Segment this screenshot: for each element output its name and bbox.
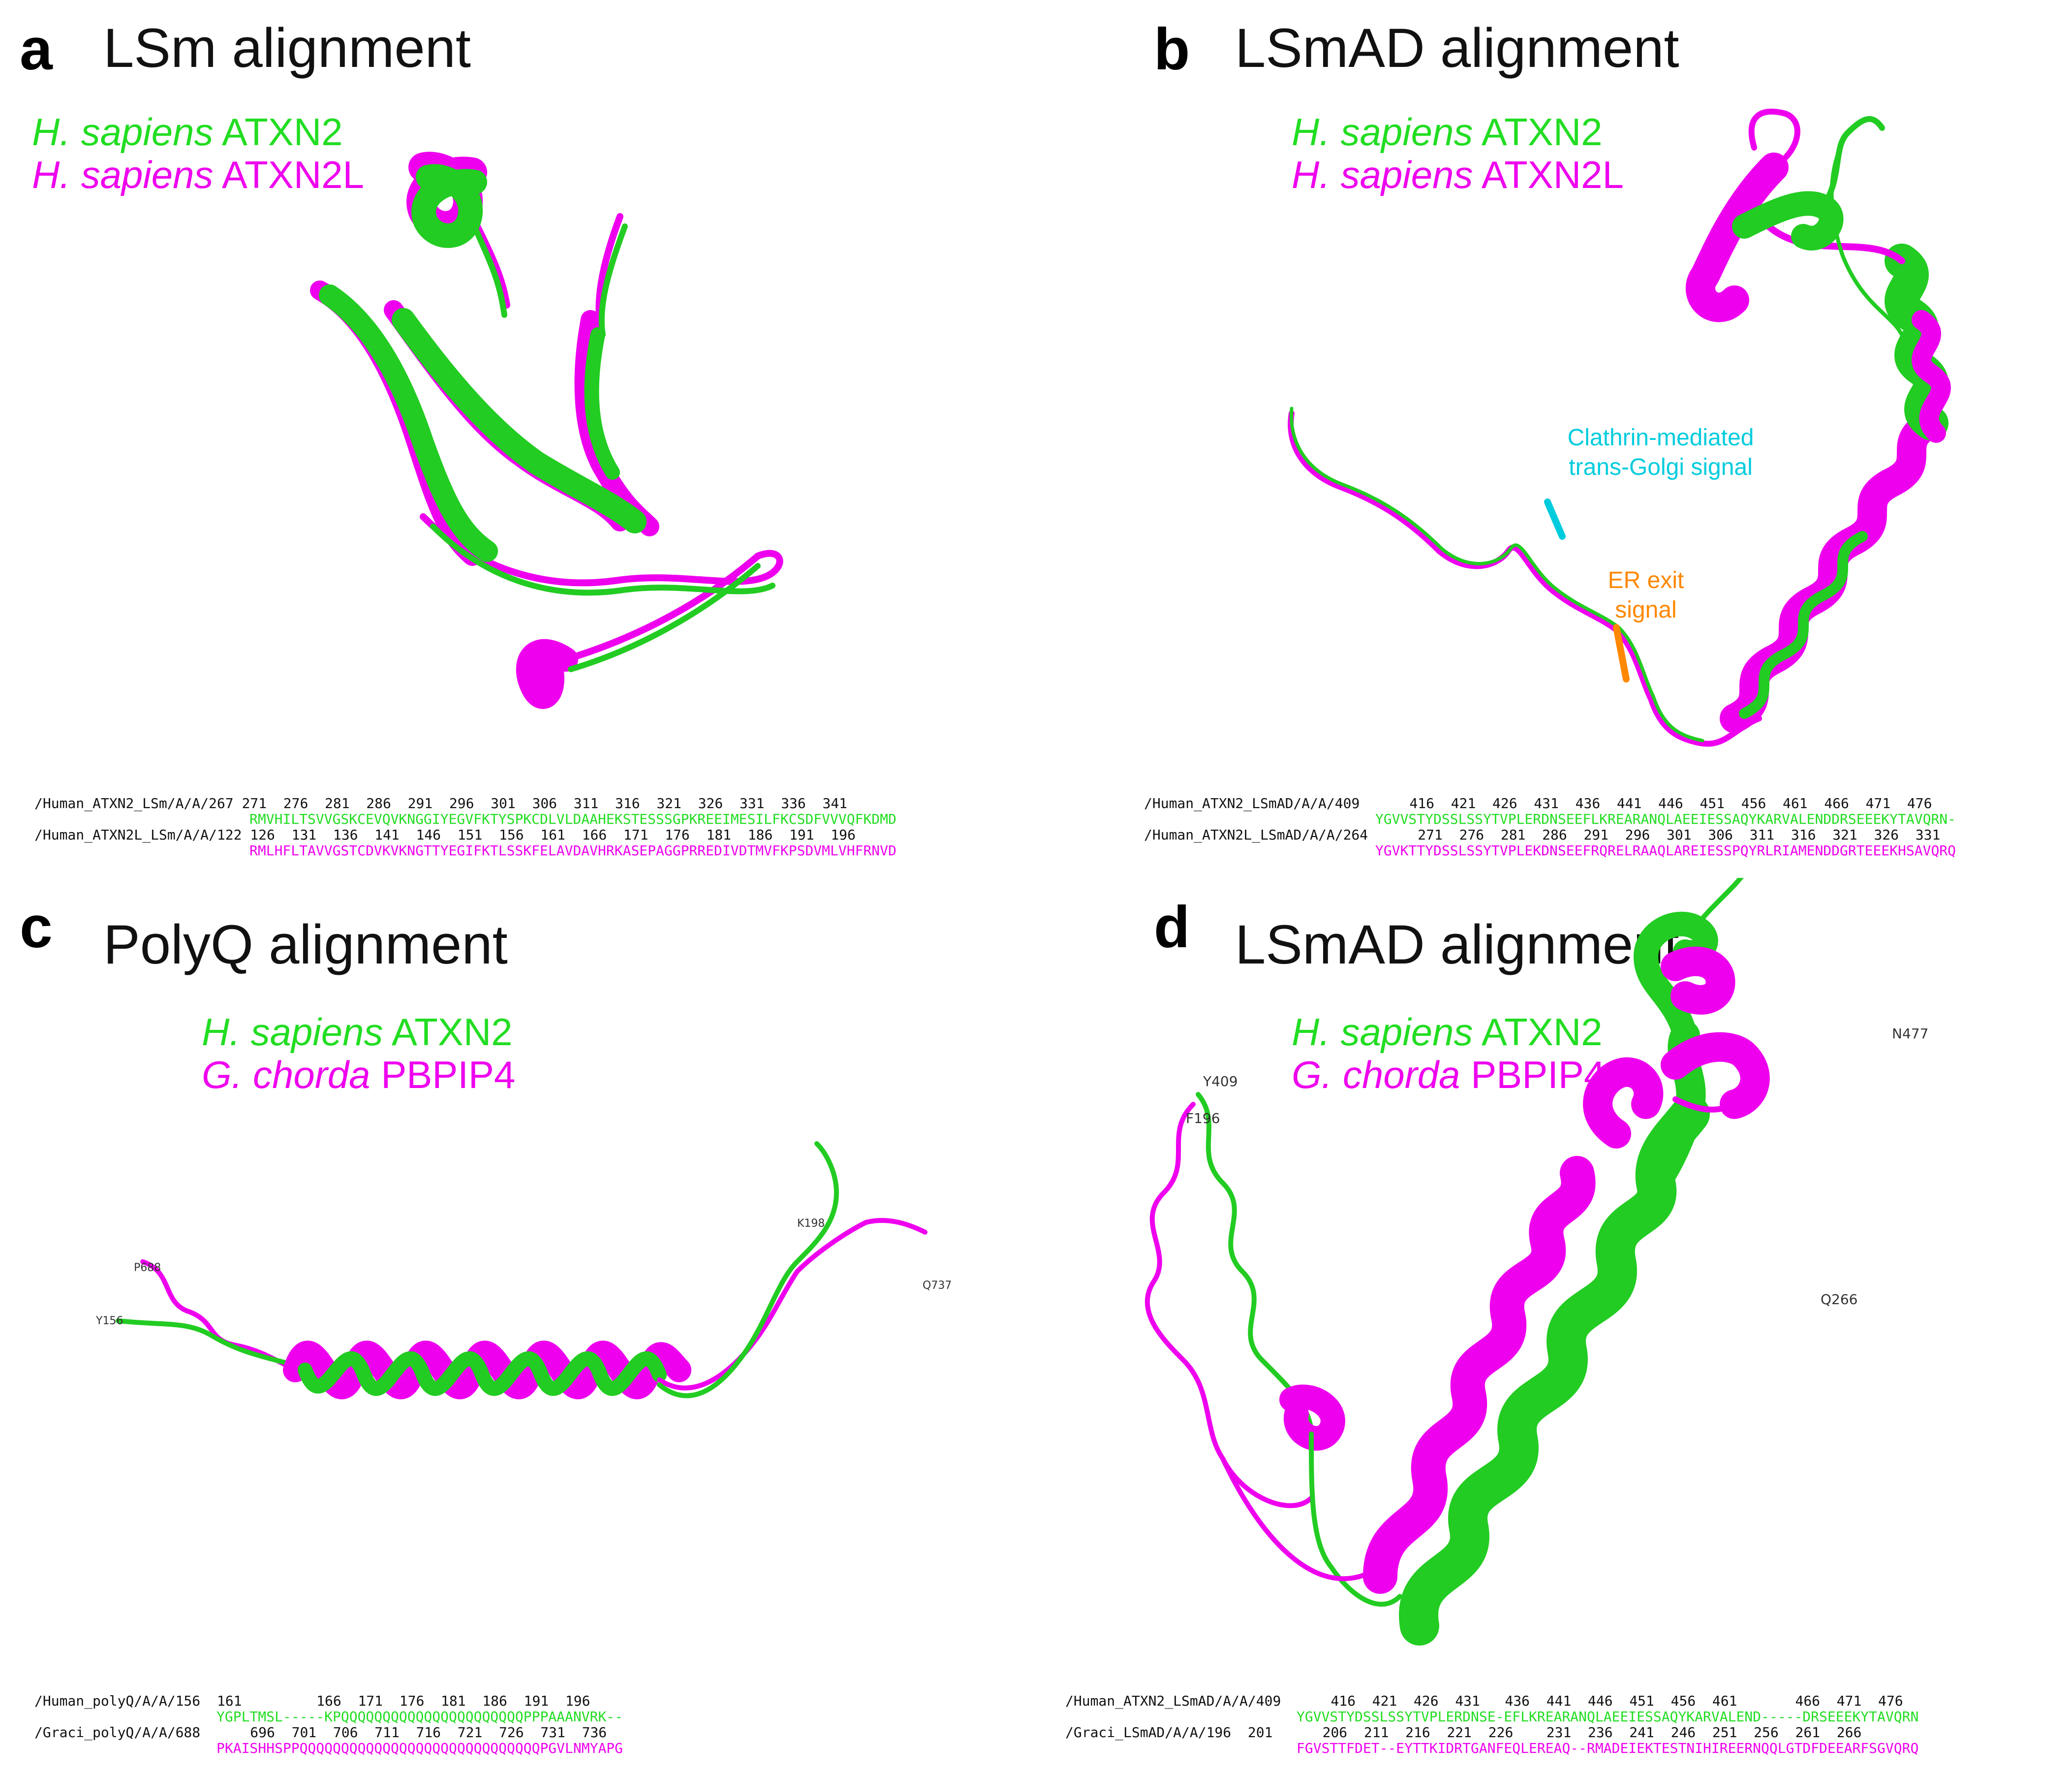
protein-structure-overlay [310,152,783,709]
panel-letter: a [20,16,53,82]
row2-numbers: 264 271 276 281 286 291 296 301 306 311 … [1343,827,1941,843]
row1-numbers: 156 161 166 171 176 181 186 191 196 [175,1693,590,1709]
panel-b: b LSmAD alignment H. sapiens ATXN2 H. sa… [1036,0,2072,878]
legend: H. sapiens ATXN2 G. chorda PBPIP4 [1292,1010,1606,1097]
row2-label: /Human_ATXN2L_LSm/A/A/ [34,827,217,843]
sequence-alignment: /Human_ATXN2_LSmAD/A/A/409 416 421 426 4… [1144,780,1956,874]
sequence-alignment: /Human_ATXN2_LSmAD/A/A/409 416 421 426 4… [1065,1678,1918,1772]
residue-label: K198 [797,1217,825,1230]
row2-sequence: RMLHFLTAVVGSTCDVKVKNGTTYEGIFKTLSSKFELAVD… [249,842,897,859]
residue-label: Q266 [1821,1291,1858,1307]
row2-numbers: 688 696 701 706 711 716 721 726 731 736 [175,1724,607,1741]
row2-sequence: FGVSTTFDET--EYTTKIDRTGANFEQLEREAQ--RMADE… [1297,1740,1919,1756]
protein-structure-overlay [116,1141,928,1399]
legend: H. sapiens ATXN2 G. chorda PBPIP4 [202,1010,516,1097]
residue-label: Q737 [923,1279,952,1292]
panel-title: LSm alignment [103,17,471,79]
panel-d: d LSmAD alignment H. sapiens ATXN2 G. ch… [1036,878,2072,1756]
legend-entry-atxn2l: H. sapiens ATXN2L [1292,153,1624,197]
row2-numbers: 196 201 206 211 216 221 226 231 236 241 … [1206,1724,1862,1741]
protein-structure-overlay [1145,878,1770,1646]
panel-title: PolyQ alignment [103,914,508,975]
sequence-alignment: /Human_polyQ/A/A/156 161 166 171 176 181… [34,1678,623,1772]
row1-label: /Human_polyQ/A/A/ [34,1693,176,1709]
row1-numbers: 409 416 421 426 431 436 441 446 451 456 … [1256,1693,1903,1709]
panel-title: LSmAD alignment [1235,17,1679,79]
row1-numbers: 409 416 421 426 431 436 441 446 451 456 … [1334,795,1932,811]
row1-label: /Human_ATXN2_LSm/A/A/ [34,795,209,811]
residue-label: F196 [1186,1110,1220,1126]
panel-title: LSmAD alignment [1235,914,1679,975]
row1-sequence: YGPLTMSL-----KPQQQQQQQQQQQQQQQQQQQQQQPPP… [216,1709,623,1725]
legend-entry-atxn2: H. sapiens ATXN2 [32,110,343,154]
panel-letter: c [20,894,53,960]
panel-a: a LSm alignment H. sapiens ATXN2 H. sapi… [0,0,1036,878]
row1-sequence: YGVVSTYDSSLSSYTVPLERDNSE-EFLKREARANQLAEE… [1297,1709,1919,1725]
row1-numbers: 267 271 276 281 286 291 296 301 306 311 … [209,795,848,811]
legend-entry-pbpip4: G. chorda PBPIP4 [1292,1053,1606,1097]
row2-label: /Graci_LSmAD/A/A/ [1065,1724,1206,1741]
row2-sequence: PKAISHHSPPQQQQQQQQQQQQQQQQQQQQQQQQQQQQQP… [216,1740,623,1756]
row2-label: /Human_ATXN2L_LSmAD/A/A/ [1144,827,1343,843]
row1-label: /Human_ATXN2_LSmAD/A/A/ [1065,1693,1256,1709]
legend-entry-pbpip4: G. chorda PBPIP4 [202,1053,516,1097]
row1-sequence: YGVVSTYDSSLSSYTVPLERDNSEEFLKREARANQLAEEI… [1375,811,1956,827]
legend: H. sapiens ATXN2 H. sapiens ATXN2L [32,110,364,197]
clathrin-signal-annotation: Clathrin-mediated trans-Golgi signal [1567,425,1754,480]
residue-label: Y156 [96,1315,124,1327]
legend-entry-atxn2: H. sapiens ATXN2 [1292,110,1603,154]
row1-label: /Human_ATXN2_LSmAD/A/A/ [1144,795,1335,811]
panel-letter: d [1154,894,1190,960]
panel-c: c PolyQ alignment H. sapiens ATXN2 G. ch… [0,878,1036,1756]
panel-letter: b [1154,16,1190,82]
residue-label: Y409 [1203,1073,1238,1089]
residue-label: N477 [1892,1026,1929,1042]
legend-entry-atxn2: H. sapiens ATXN2 [202,1010,513,1054]
residue-label: P688 [134,1262,161,1274]
legend-entry-atxn2: H. sapiens ATXN2 [1292,1010,1603,1054]
legend: H. sapiens ATXN2 H. sapiens ATXN2L [1292,110,1624,197]
sequence-alignment: /Human_ATXN2_LSm/A/A/267 271 276 281 286… [34,780,897,874]
protein-structure-overlay [1288,108,1951,747]
legend-entry-atxn2l: H. sapiens ATXN2L [32,153,364,197]
row1-sequence: RMVHILTSVVGSKCEVQVKNGGIYEGVFKTYSPKCDLVLD… [249,811,897,827]
row2-numbers: 122 126 131 136 141 146 151 156 161 166 … [216,827,856,843]
row2-label: /Graci_polyQ/A/A/ [34,1724,176,1741]
er-exit-signal-annotation: ER exit signal [1608,567,1684,623]
row2-sequence: YGVKTTYDSSLSSYTVPLEKDNSEEFRQRELRAAQLAREI… [1375,842,1956,859]
